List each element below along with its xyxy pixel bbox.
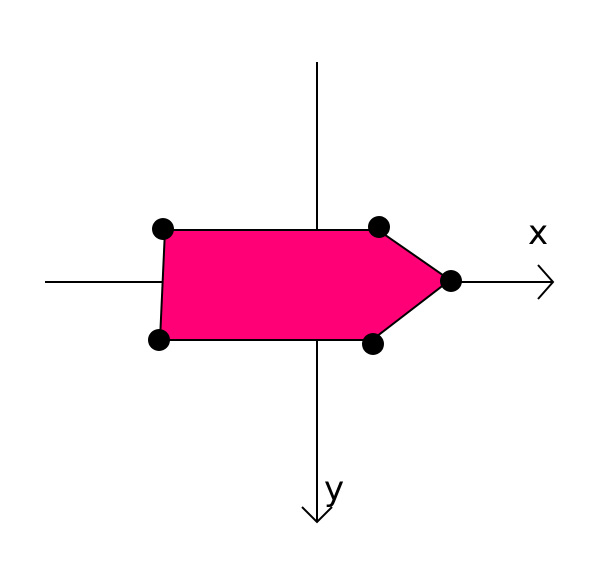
y-axis-label: y	[324, 469, 344, 509]
x-axis-arrowhead	[537, 264, 555, 300]
vertex-bottom-right	[362, 333, 384, 355]
y-axis-arrowhead	[301, 506, 333, 524]
vertex-top-left	[152, 218, 174, 240]
x-axis-label: x	[528, 213, 548, 253]
vertex-top-right	[368, 216, 390, 238]
vertex-tip	[440, 270, 462, 292]
pentagon-shape	[158, 229, 452, 341]
vertex-bottom-left	[148, 329, 170, 351]
